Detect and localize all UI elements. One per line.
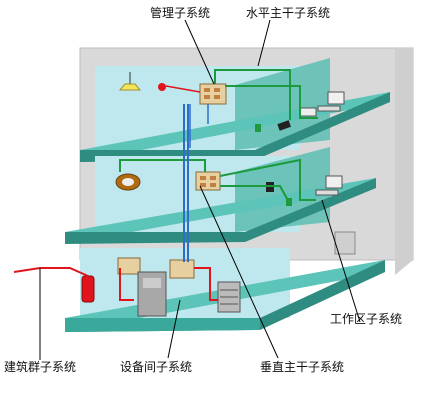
middle-patch-panel-icon — [195, 171, 221, 191]
top-blue-drop — [189, 104, 209, 148]
label-building-group: 建筑群子系统 — [4, 360, 77, 374]
building-side-wall — [395, 48, 413, 275]
label-horizontal: 水平主干子系统 — [246, 6, 331, 20]
middle-outlet — [286, 198, 292, 206]
top-alarm-cable — [165, 85, 201, 93]
computer-icon — [317, 91, 345, 112]
middle-computer-icon — [315, 175, 343, 196]
server-cabinet-icon — [137, 271, 167, 317]
bottom-floor-base — [65, 318, 260, 332]
bottom-patch-panel-right-icon — [169, 259, 195, 279]
label-management: 管理子系统 — [150, 6, 211, 20]
top-floor-slab-edge — [80, 92, 390, 162]
top-outlet — [255, 124, 261, 132]
telephone-icon — [277, 120, 292, 131]
fax-icon — [115, 173, 141, 191]
alarm-icon — [158, 83, 166, 91]
patch-panel-icon — [199, 83, 227, 105]
vertical-backbone-cable — [183, 104, 189, 262]
switch-rack-icon — [217, 281, 241, 313]
leader-lines — [39, 19, 361, 360]
building-group-cable — [13, 267, 218, 301]
bottom-patch-panel-left-icon — [117, 257, 141, 275]
label-vertical: 垂直主干子系统 — [260, 360, 345, 374]
label-equipment-room: 设备间子系统 — [120, 360, 193, 374]
printer-icon — [299, 107, 317, 117]
top-horizontal-cable — [214, 69, 318, 120]
label-work-area: 工作区子系统 — [330, 312, 403, 326]
ceiling-lamp-icon — [118, 72, 142, 91]
middle-floor-slab — [65, 178, 376, 244]
middle-floor-slab-edge — [65, 178, 376, 244]
fire-extinguisher-icon — [81, 275, 95, 303]
